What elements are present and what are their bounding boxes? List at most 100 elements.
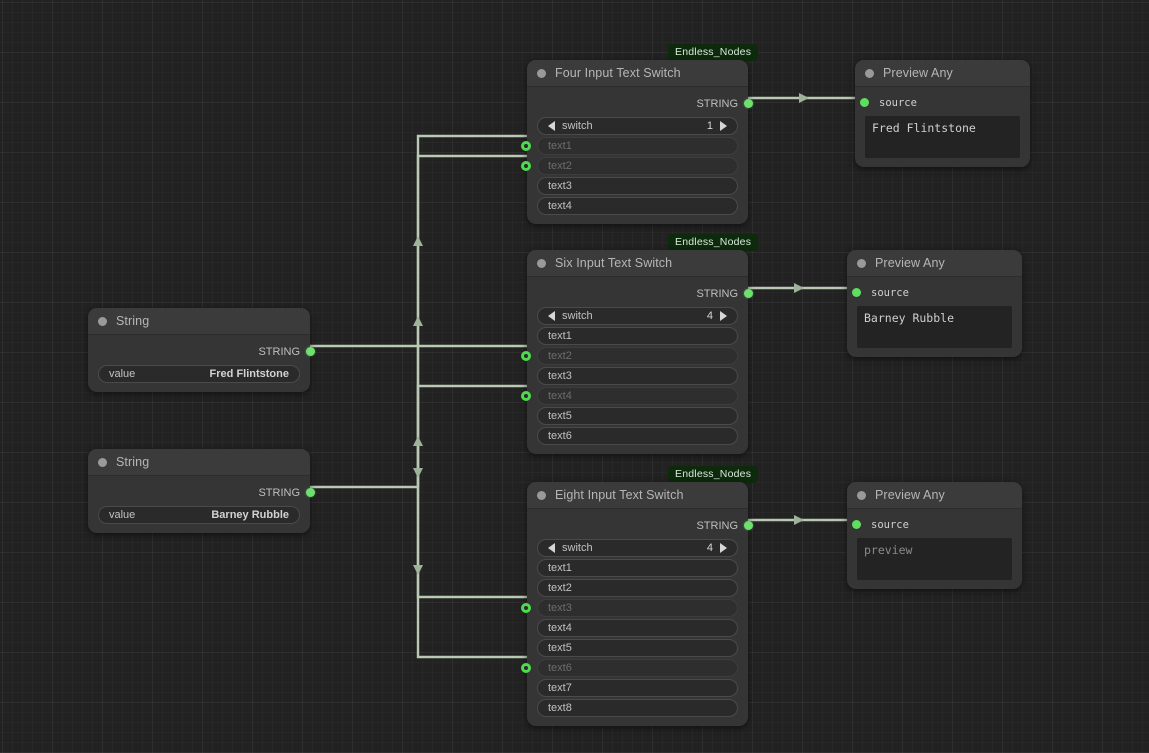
output-socket-string[interactable]	[744, 99, 753, 108]
node-header[interactable]: Preview Any	[847, 250, 1022, 277]
node-title: Six Input Text Switch	[555, 256, 673, 270]
widget-text3[interactable]: text3	[537, 177, 738, 195]
node-header[interactable]: String	[88, 449, 310, 476]
widget-text2[interactable]: text2	[537, 579, 738, 597]
combo-middle: switch 1	[562, 120, 713, 132]
widget-label: text3	[548, 602, 572, 614]
collapse-dot-icon[interactable]	[98, 316, 107, 326]
output-socket-string[interactable]	[744, 289, 753, 298]
node-header[interactable]: Preview Any	[847, 482, 1022, 509]
input-label: source	[871, 518, 909, 531]
input-socket-text1[interactable]	[521, 141, 531, 151]
collapse-dot-icon[interactable]	[98, 457, 107, 467]
output-socket-string[interactable]	[306, 347, 315, 356]
widget-switch-combo[interactable]: switch 1	[537, 117, 738, 135]
widget-text1[interactable]: text1	[521, 137, 738, 155]
widget-text1[interactable]: text1	[537, 559, 738, 577]
input-label: source	[871, 286, 909, 299]
node-six-input-text-switch[interactable]: Six Input Text Switch STRING switch 4 te…	[521, 250, 753, 454]
output-label: STRING	[696, 288, 738, 300]
collapse-dot-icon[interactable]	[537, 258, 546, 268]
widget-value[interactable]: value Barney Rubble	[98, 506, 300, 524]
node-header[interactable]: Four Input Text Switch	[527, 60, 748, 87]
widget-text1[interactable]: text1	[537, 327, 738, 345]
widget-label: text6	[548, 430, 572, 442]
node-header[interactable]: Six Input Text Switch	[527, 250, 748, 277]
widget-label: value	[109, 509, 136, 521]
arrow-right-icon[interactable]	[720, 311, 727, 321]
input-socket-text6[interactable]	[521, 663, 531, 673]
widget-label: text4	[548, 390, 572, 402]
node-string-barney[interactable]: String STRING value Barney Rubble	[88, 449, 315, 533]
node-title: Preview Any	[875, 256, 945, 270]
widget-text6[interactable]: text6	[537, 427, 738, 445]
widget-text2[interactable]: text2	[521, 347, 738, 365]
widget-text5[interactable]: text5	[537, 639, 738, 657]
widget-text3[interactable]: text3	[521, 599, 738, 617]
node-header[interactable]: Preview Any	[855, 60, 1030, 87]
node-header[interactable]: Eight Input Text Switch	[527, 482, 748, 509]
node-header[interactable]: String	[88, 308, 310, 335]
badge-label: Endless_Nodes	[675, 236, 752, 248]
widget-label: text1	[548, 562, 572, 574]
combo-middle: switch 4	[562, 542, 713, 554]
widget-label: text6	[548, 662, 572, 674]
arrow-right-icon[interactable]	[720, 121, 727, 131]
collapse-dot-icon[interactable]	[865, 68, 874, 78]
widget-label: text4	[548, 200, 572, 212]
arrow-left-icon[interactable]	[548, 121, 555, 131]
widget-value[interactable]: value Fred Flintstone	[98, 365, 300, 383]
node-eight-input-text-switch[interactable]: Eight Input Text Switch STRING switch 4 …	[521, 482, 753, 726]
node-body: STRING switch 1 text1 text2 text3	[521, 87, 753, 224]
output-row-string: STRING	[537, 93, 753, 115]
widget-switch-combo[interactable]: switch 4	[537, 307, 738, 325]
output-label: STRING	[258, 487, 300, 499]
collapse-dot-icon[interactable]	[537, 490, 546, 500]
arrow-right-icon	[794, 515, 804, 525]
arrow-up-icon	[413, 316, 423, 326]
widget-switch-combo[interactable]: switch 4	[537, 539, 738, 557]
arrow-down-icon	[413, 468, 423, 478]
arrow-left-icon[interactable]	[548, 543, 555, 553]
widget-text4[interactable]: text4	[537, 619, 738, 637]
input-socket-text4[interactable]	[521, 391, 531, 401]
output-row-string: STRING	[537, 283, 753, 305]
node-preview-any-2[interactable]: Preview Any source Barney Rubble	[847, 250, 1022, 357]
collapse-dot-icon[interactable]	[857, 258, 866, 268]
node-title: String	[116, 455, 150, 469]
output-socket-string[interactable]	[744, 521, 753, 530]
input-socket-source[interactable]	[860, 98, 869, 107]
collapse-dot-icon[interactable]	[857, 490, 866, 500]
output-label: STRING	[696, 520, 738, 532]
widget-text3[interactable]: text3	[537, 367, 738, 385]
input-socket-source[interactable]	[852, 288, 861, 297]
output-row-string: STRING	[98, 482, 315, 504]
widget-text2[interactable]: text2	[521, 157, 738, 175]
arrow-right-icon[interactable]	[720, 543, 727, 553]
widget-text4[interactable]: text4	[537, 197, 738, 215]
output-socket-string[interactable]	[306, 488, 315, 497]
node-string-fred[interactable]: String STRING value Fred Flintstone	[88, 308, 315, 392]
input-socket-text3[interactable]	[521, 603, 531, 613]
node-title: Preview Any	[883, 66, 953, 80]
output-row-string: STRING	[537, 515, 753, 537]
widget-text6[interactable]: text6	[521, 659, 738, 677]
node-four-input-text-switch[interactable]: Four Input Text Switch STRING switch 1 t…	[521, 60, 753, 224]
node-preview-any-3[interactable]: Preview Any source preview	[847, 482, 1022, 589]
node-body: source Barney Rubble	[847, 277, 1022, 357]
node-preview-any-1[interactable]: Preview Any source Fred Flintstone	[855, 60, 1030, 167]
collapse-dot-icon[interactable]	[537, 68, 546, 78]
arrow-left-icon[interactable]	[548, 311, 555, 321]
widget-text8[interactable]: text8	[537, 699, 738, 717]
widget-text4[interactable]: text4	[521, 387, 738, 405]
link-fred-to-eight-text3	[416, 346, 533, 599]
input-socket-text2[interactable]	[521, 161, 531, 171]
input-socket-source[interactable]	[852, 520, 861, 529]
widget-value-text: 4	[706, 542, 713, 554]
widget-text5[interactable]: text5	[537, 407, 738, 425]
widget-text7[interactable]: text7	[537, 679, 738, 697]
input-socket-text2[interactable]	[521, 351, 531, 361]
node-badge-endless-nodes-six: Endless_Nodes	[668, 234, 759, 251]
input-row-source: source	[852, 515, 1012, 534]
